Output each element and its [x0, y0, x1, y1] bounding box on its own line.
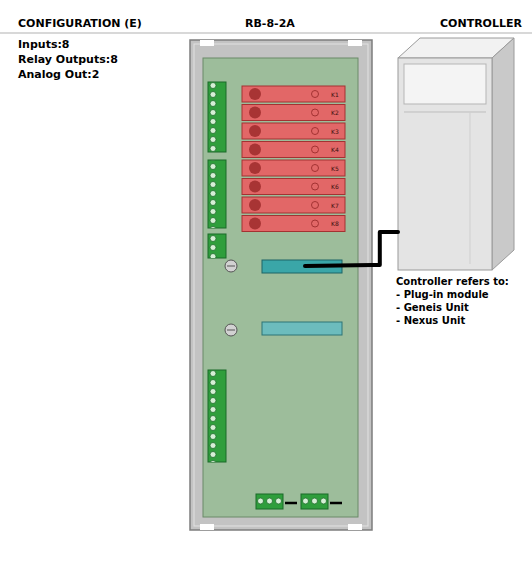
relay [242, 123, 345, 139]
relay-coil [249, 88, 261, 100]
terminal-block [301, 494, 328, 509]
relay-label: K4 [331, 146, 339, 153]
terminal-block [256, 494, 283, 509]
terminal-screws [208, 370, 226, 462]
note-label: - Plug-in module [396, 289, 489, 301]
relay-label: K3 [331, 128, 339, 135]
controller-front [398, 58, 492, 270]
controller-seam [404, 112, 486, 113]
relay-coil [249, 162, 261, 174]
relay-coil [249, 125, 261, 137]
relay-pin [312, 202, 319, 209]
relay-pin [312, 183, 319, 190]
relay [242, 216, 345, 232]
terminal-block [208, 370, 226, 462]
node-heading: CONTROLLER [440, 17, 522, 30]
controller-side [492, 38, 514, 270]
note-label: Controller refers to: [396, 276, 509, 288]
cable [372, 232, 398, 265]
plate-notch [200, 40, 214, 46]
terminal-block [208, 234, 226, 258]
relay-label: K2 [331, 109, 339, 116]
relay-pin [312, 146, 319, 153]
relay-pin [312, 128, 319, 135]
pcb [203, 58, 358, 517]
relay-pin [312, 165, 319, 172]
relay-label: K7 [331, 202, 339, 209]
controller-unit: CONTROLLER [398, 38, 514, 270]
controller-seam [470, 112, 471, 264]
relay-label: K6 [331, 183, 339, 190]
terminal-block [208, 160, 226, 228]
plate-notch [348, 40, 362, 46]
jumper-wire [285, 502, 297, 505]
potentiometer [225, 260, 237, 272]
note-label: - Nexus Unit [396, 315, 465, 327]
plate-bevel [194, 44, 368, 526]
relay-pin [312, 109, 319, 116]
header-rule [0, 32, 532, 34]
relay [242, 179, 345, 195]
relay [242, 160, 345, 176]
plate-notch [348, 524, 362, 530]
jumper-wire [330, 502, 342, 505]
diagram-title: CONFIGURATION (E) [18, 17, 142, 30]
pot-slot [227, 330, 235, 331]
relay-pin [312, 220, 319, 227]
expansion-connector [262, 322, 342, 335]
relay-coil [249, 144, 261, 156]
relay-group [242, 86, 345, 232]
note-label: Relay Outputs:8 [18, 53, 118, 66]
relay [242, 105, 345, 121]
terminal-screws [301, 494, 328, 509]
note-label: Inputs:8 [18, 38, 70, 51]
relay-coil [249, 199, 261, 211]
terminal-screws [256, 494, 283, 509]
terminal-screws [208, 234, 226, 258]
controller-panel [404, 64, 486, 104]
potentiometer [225, 324, 237, 336]
terminal-screws [208, 160, 226, 228]
relay-label: K1 [331, 91, 339, 98]
relay-label: K5 [331, 165, 339, 172]
relay-board: RB-8-2A [190, 40, 372, 530]
node-heading: RB-8-2A [245, 17, 295, 30]
relay-coil [249, 218, 261, 230]
note-label: Analog Out:2 [18, 68, 99, 81]
pot-slot [227, 266, 235, 267]
relay-coil [249, 181, 261, 193]
relay-label: K8 [331, 220, 339, 227]
relay-pin [312, 91, 319, 98]
note-label: - Geneis Unit [396, 302, 469, 314]
relay-coil [249, 107, 261, 119]
relay [242, 142, 345, 158]
terminal-screws [208, 82, 226, 152]
terminal-block [208, 82, 226, 152]
plate-notch [200, 524, 214, 530]
relay [242, 197, 345, 213]
relay [242, 86, 345, 102]
cable-stub [305, 265, 372, 266]
mounting-plate [190, 40, 372, 530]
